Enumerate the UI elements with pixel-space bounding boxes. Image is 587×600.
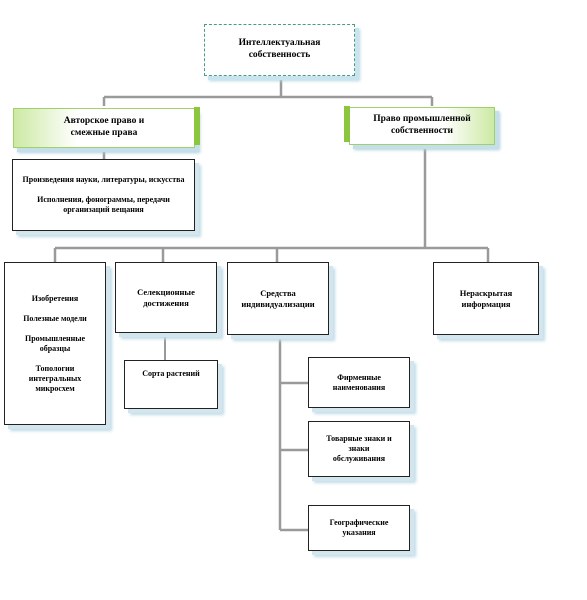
connector-bus: [53, 246, 490, 262]
copyright-line1: Авторское право и: [63, 116, 145, 127]
industrial-line2: собственности: [390, 126, 453, 136]
selection-line2: достижения: [143, 297, 189, 308]
selection-achievements-box: Селекционные достижения: [115, 262, 217, 333]
individualization-box: Средства индивидуализации: [227, 262, 329, 335]
industrial-line1: Право промышленной: [373, 114, 471, 125]
undisclosed-information-box: Нераскрытая информация: [433, 262, 539, 335]
root-line2: собственность: [248, 50, 311, 60]
trademarks-line2: знаки: [348, 444, 370, 453]
connector-root-to-level2: [102, 76, 434, 106]
copyright-item-performances: Исполнения, фонограммы, передачи организ…: [37, 195, 170, 214]
copyright-box: Авторское право и смежные права: [13, 107, 200, 148]
trade-names-line1: Фирменные: [337, 372, 381, 382]
industrial-property-box: Право промышленной собственности: [344, 106, 495, 145]
item-inventions: Изобретения: [31, 293, 79, 303]
copyright-objects-box: Произведения науки, литературы, искусств…: [12, 159, 195, 231]
root-intellectual-property-box: Интеллектуальная собственность: [204, 24, 355, 76]
geo-line1: Географические: [329, 518, 389, 527]
plant-varieties-box: Сорта растений: [124, 360, 218, 409]
accent-bar: [344, 106, 350, 142]
trade-names-box: Фирменные наименования: [308, 357, 410, 408]
trademarks-line3: обслуживания: [332, 454, 386, 463]
item-ic-topologies: Топологии интегральных микросхем: [28, 363, 82, 393]
geographical-indications-box: Географические указания: [308, 505, 410, 551]
undisclosed-line2: информация: [461, 298, 511, 309]
trademarks-box: Товарные знаки и знаки обслуживания: [308, 421, 410, 477]
trademarks-line1: Товарные знаки и: [326, 434, 392, 443]
individualization-line2: индивидуализации: [241, 298, 315, 309]
undisclosed-line1: Нераскрытая: [459, 287, 513, 298]
individualization-line1: Средства: [260, 287, 296, 298]
copyright-line2: смежные права: [70, 128, 138, 138]
selection-line1: Селекционные: [137, 286, 195, 297]
root-line1: Интеллектуальная: [238, 38, 321, 49]
inventions-box: Изобретения Полезные модели Промышленные…: [4, 262, 106, 425]
item-industrial-designs: Промышленные образцы: [24, 333, 86, 353]
item-utility-models: Полезные модели: [23, 313, 87, 323]
copyright-item-works: Произведения науки, литературы, искусств…: [22, 175, 185, 184]
accent-bar: [194, 107, 200, 145]
trade-names-line2: наименования: [332, 382, 386, 392]
plant-varieties-label: Сорта растений: [142, 369, 200, 378]
geo-line2: указания: [342, 528, 376, 537]
